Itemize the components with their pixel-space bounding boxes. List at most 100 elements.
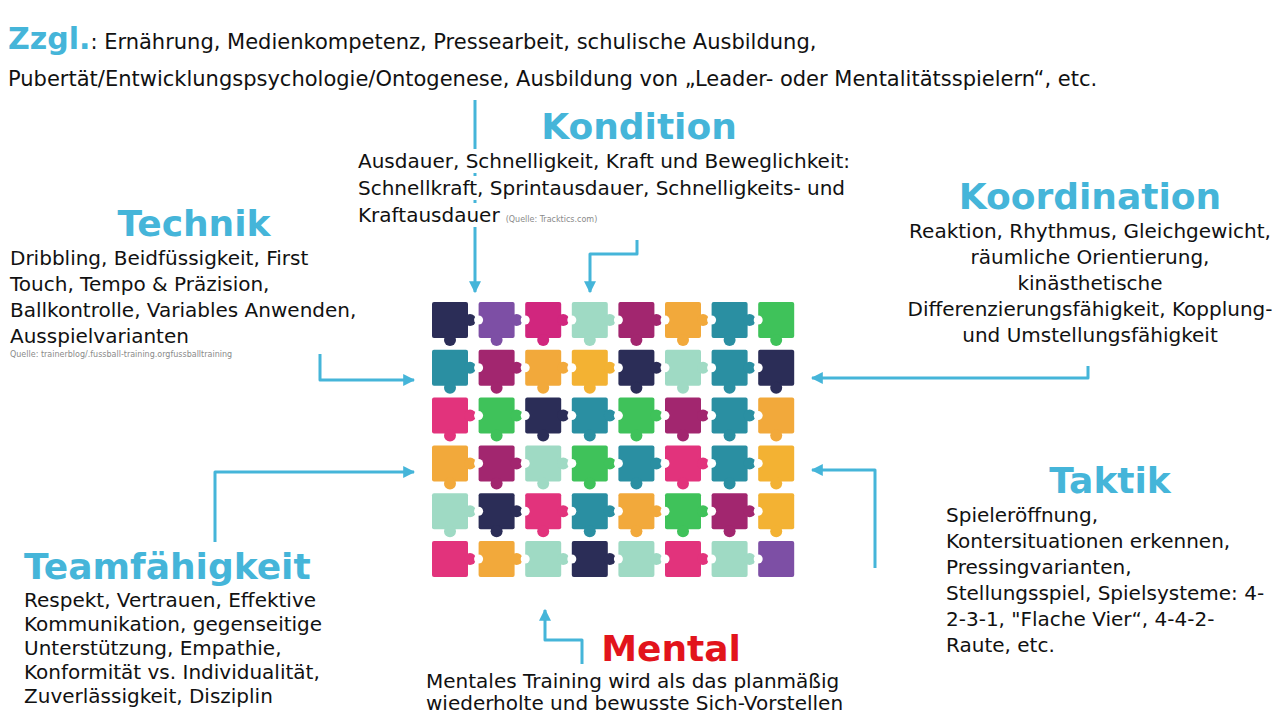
puzzle-piece [474, 445, 522, 489]
category-heading: Kondition [358, 106, 920, 148]
category-group: TeamfähigkeitRespekt, Vertrauen, Effekti… [24, 546, 396, 710]
piece-knob [724, 382, 736, 394]
piece-knob [677, 525, 689, 537]
puzzle-piece [474, 398, 522, 442]
category-body: Ausdauer, Schnelligkeit, Kraft und Beweg… [358, 149, 850, 227]
piece-knob [770, 477, 782, 489]
piece-notch [474, 411, 483, 420]
piece-body [758, 445, 794, 481]
piece-knob [491, 430, 503, 442]
piece-knob [584, 525, 596, 537]
piece-knob [630, 430, 642, 442]
piece-body [572, 493, 608, 529]
piece-body [432, 541, 468, 577]
piece-knob [724, 477, 736, 489]
leader-arrow [215, 472, 414, 542]
piece-knob [630, 525, 642, 537]
piece-body [665, 350, 701, 386]
puzzle-piece [707, 445, 756, 489]
puzzle-piece [567, 493, 616, 537]
piece-body [479, 350, 515, 386]
piece-body [758, 541, 794, 577]
piece-notch [614, 316, 623, 325]
category-heading: Taktik [946, 460, 1274, 502]
puzzle-piece [567, 398, 616, 442]
piece-body [479, 302, 515, 338]
piece-notch [707, 507, 716, 516]
piece-notch [707, 363, 716, 372]
piece-notch [567, 459, 576, 468]
puzzle-piece [614, 302, 663, 346]
piece-body [432, 493, 468, 529]
piece-notch [707, 316, 716, 325]
puzzle-piece [614, 445, 663, 489]
piece-body [479, 493, 515, 529]
leader-arrow [812, 366, 1088, 378]
piece-notch [754, 363, 763, 372]
puzzle-piece [754, 493, 795, 537]
category-group: KoordinationReaktion, Rhythmus, Gleichge… [905, 176, 1275, 350]
puzzle-piece [754, 350, 795, 394]
piece-body [572, 398, 608, 434]
puzzle-piece [474, 493, 522, 537]
piece-notch [614, 411, 623, 420]
puzzle-piece [754, 445, 795, 489]
piece-knob [537, 430, 549, 442]
piece-body [525, 398, 561, 434]
puzzle-grid [432, 302, 794, 577]
piece-body [665, 541, 701, 577]
piece-notch [521, 459, 530, 468]
piece-knob [630, 382, 642, 394]
category-body: Mentales Training wird als das planmäßig… [426, 670, 916, 714]
piece-knob [537, 334, 549, 346]
puzzle-piece [707, 302, 756, 346]
source-note: Quelle: trainerblog/.fussball-training.o… [10, 349, 378, 360]
piece-notch [754, 555, 763, 564]
piece-knob [491, 382, 503, 394]
piece-notch [614, 555, 623, 564]
puzzle-piece [521, 398, 570, 442]
puzzle-piece [432, 445, 476, 489]
category-body: Dribbling, Beidfüssigkeit, First Touch, … [10, 245, 378, 349]
piece-notch [707, 459, 716, 468]
piece-body [712, 350, 748, 386]
puzzle-piece [567, 541, 616, 577]
note-prefix: Zzgl. [8, 21, 90, 56]
piece-body [525, 302, 561, 338]
puzzle-piece [661, 541, 710, 577]
puzzle-piece [707, 398, 756, 442]
piece-notch [567, 555, 576, 564]
category-heading: Koordination [905, 176, 1275, 218]
piece-body [432, 398, 468, 434]
piece-body [712, 302, 748, 338]
piece-notch [474, 459, 483, 468]
piece-body [479, 445, 515, 481]
piece-knob [444, 382, 456, 394]
category-group: MentalMentales Training wird als das pla… [426, 628, 916, 716]
puzzle-piece [521, 541, 570, 577]
puzzle-piece [661, 350, 710, 394]
puzzle-piece [432, 541, 476, 577]
piece-knob [677, 334, 689, 346]
piece-knob [444, 477, 456, 489]
piece-body [618, 541, 654, 577]
piece-notch [614, 363, 623, 372]
piece-body [525, 445, 561, 481]
puzzle-piece [661, 493, 710, 537]
puzzle-piece [614, 493, 663, 537]
piece-notch [521, 555, 530, 564]
piece-body [479, 541, 515, 577]
piece-body [758, 350, 794, 386]
puzzle-piece [474, 350, 522, 394]
leader-arrow [812, 470, 875, 568]
puzzle-piece [567, 350, 616, 394]
category-body: Reaktion, Rhythmus, Gleichgewicht, räuml… [905, 218, 1275, 348]
piece-notch [661, 411, 670, 420]
piece-knob [724, 525, 736, 537]
piece-body [525, 493, 561, 529]
piece-body [758, 493, 794, 529]
piece-notch [567, 507, 576, 516]
category-heading: Mental [426, 628, 916, 670]
piece-notch [521, 363, 530, 372]
piece-notch [661, 459, 670, 468]
